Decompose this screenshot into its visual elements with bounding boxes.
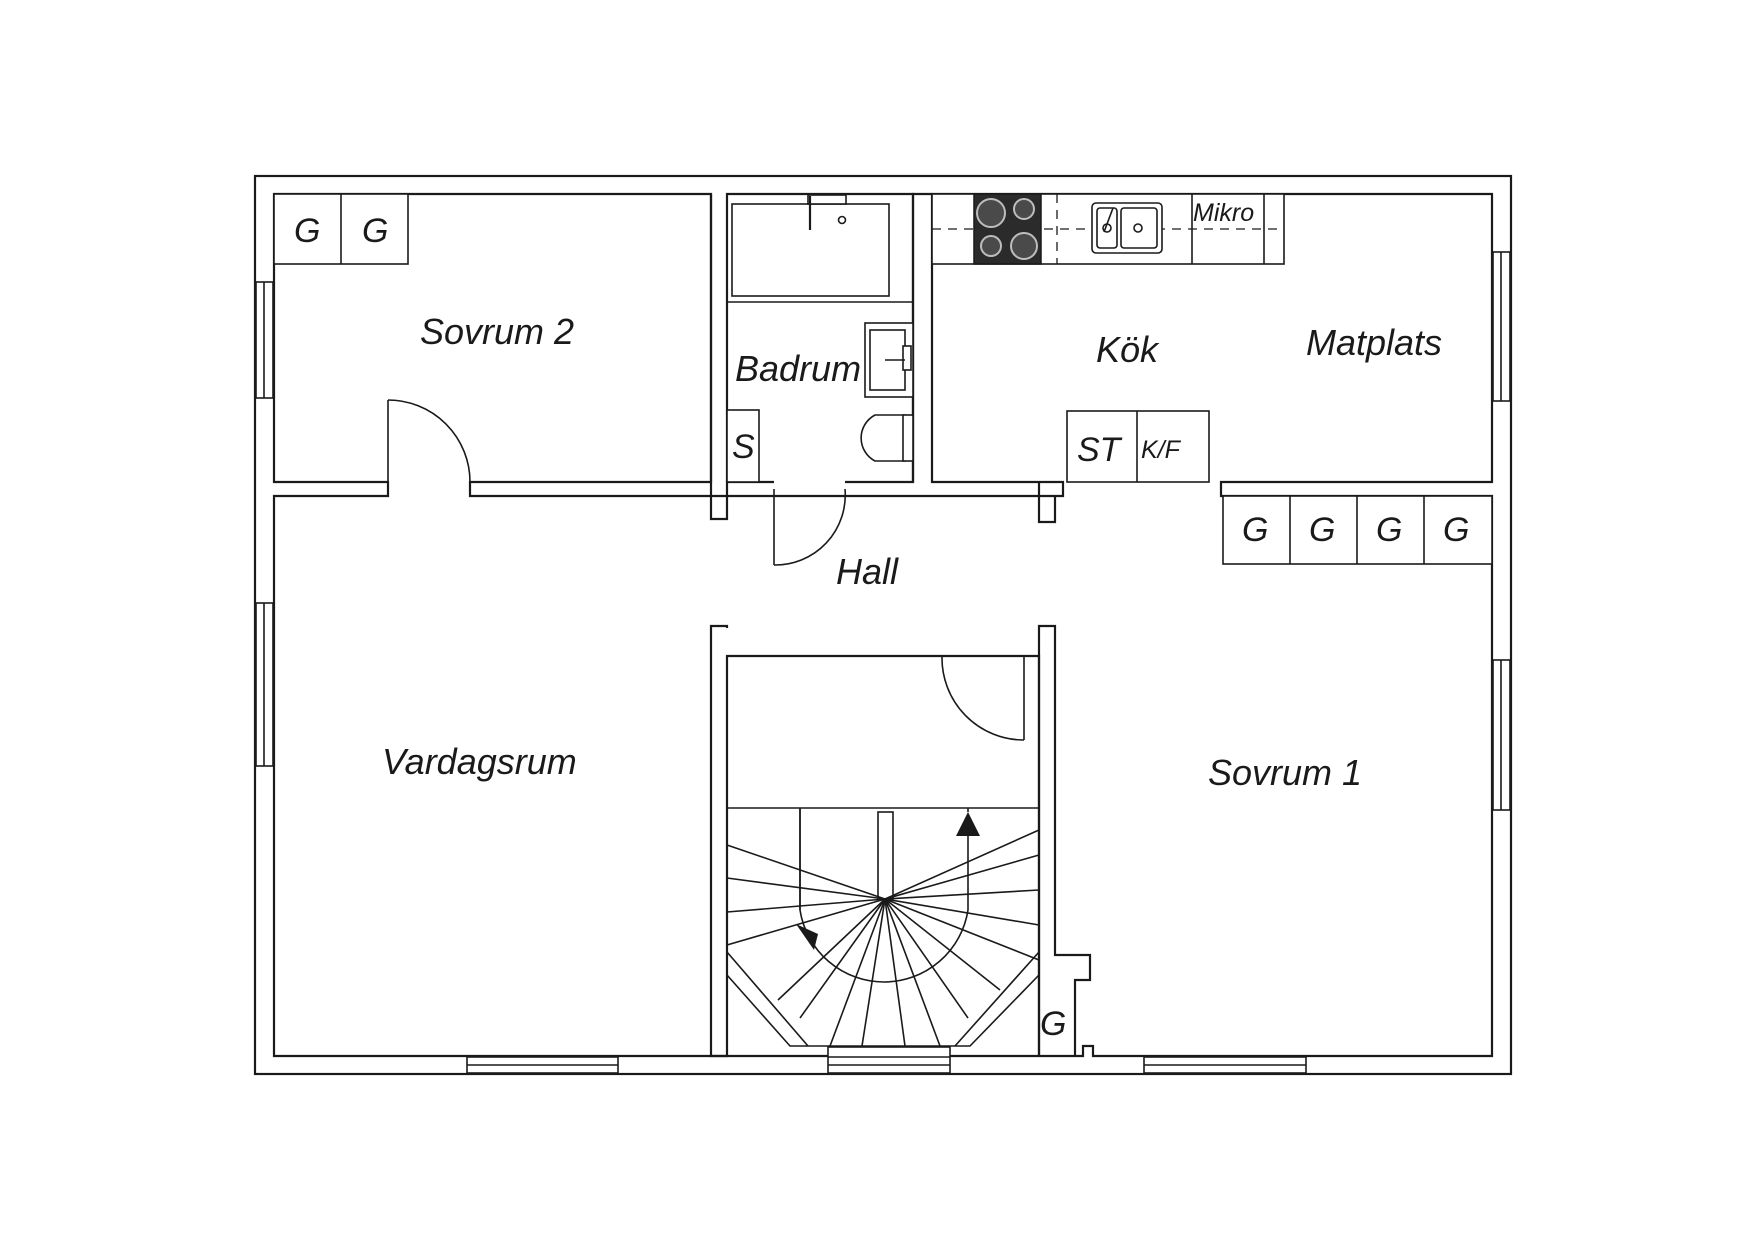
room-label-kok: Kök: [1096, 329, 1160, 370]
stair-tread: [777, 898, 886, 1001]
stair-tread: [726, 877, 886, 900]
outer-walls: [253, 174, 1513, 1076]
stair-tread: [884, 889, 1040, 900]
storage-fridge: [1066, 410, 1210, 483]
wardrobe-sovrum1: [1222, 495, 1493, 565]
shower-label: S: [732, 428, 755, 466]
stair-tread: [884, 898, 1040, 926]
wardrobe-label: G: [1242, 511, 1268, 549]
room-label-hall: Hall: [836, 551, 899, 592]
stair-tread: [726, 844, 886, 900]
room-label-matplats: Matplats: [1306, 322, 1442, 363]
room-label-sovrum2: Sovrum 2: [420, 311, 574, 352]
windows: [255, 251, 1511, 1074]
wardrobe-label: G: [1309, 511, 1335, 549]
room-label-sovrum1: Sovrum 1: [1208, 752, 1362, 793]
shower: [726, 409, 760, 483]
wardrobe-label: G: [1443, 511, 1469, 549]
stair-tread: [884, 829, 1040, 900]
bathtub: [727, 194, 913, 303]
door-stair-landing: [941, 655, 1025, 741]
stair-tread: [884, 854, 1040, 900]
wardrobe-label: G: [362, 212, 388, 250]
wardrobe-label: G: [1040, 1005, 1066, 1043]
stair-tread: [829, 898, 886, 1047]
toilet: [860, 414, 914, 462]
door-sovrum2: [387, 399, 471, 489]
door-badrum: [773, 488, 847, 566]
fridge-freezer-label: K/F: [1141, 436, 1182, 464]
staircase: [726, 807, 1040, 1047]
stair-tread: [726, 898, 886, 946]
wardrobe-sovrum2: [273, 193, 409, 265]
wardrobe-label: G: [294, 212, 320, 250]
storage-label: ST: [1077, 431, 1123, 469]
stair-tread: [884, 898, 906, 1047]
bathroom-sink: [864, 322, 914, 398]
room-label-vardagsrum: Vardagsrum: [382, 741, 577, 782]
microwave-label: Mikro: [1193, 199, 1254, 227]
room-label-badrum: Badrum: [735, 348, 861, 389]
wardrobe-label: G: [1376, 511, 1402, 549]
kitchen-sink: [1091, 202, 1163, 254]
stair-tread: [799, 898, 886, 1019]
stair-tread: [884, 898, 1001, 991]
stair-tread: [726, 898, 886, 913]
stair-tread: [884, 898, 941, 1047]
stair-tread: [861, 898, 886, 1047]
stove: [973, 193, 1042, 265]
stair-tread: [884, 898, 969, 1019]
